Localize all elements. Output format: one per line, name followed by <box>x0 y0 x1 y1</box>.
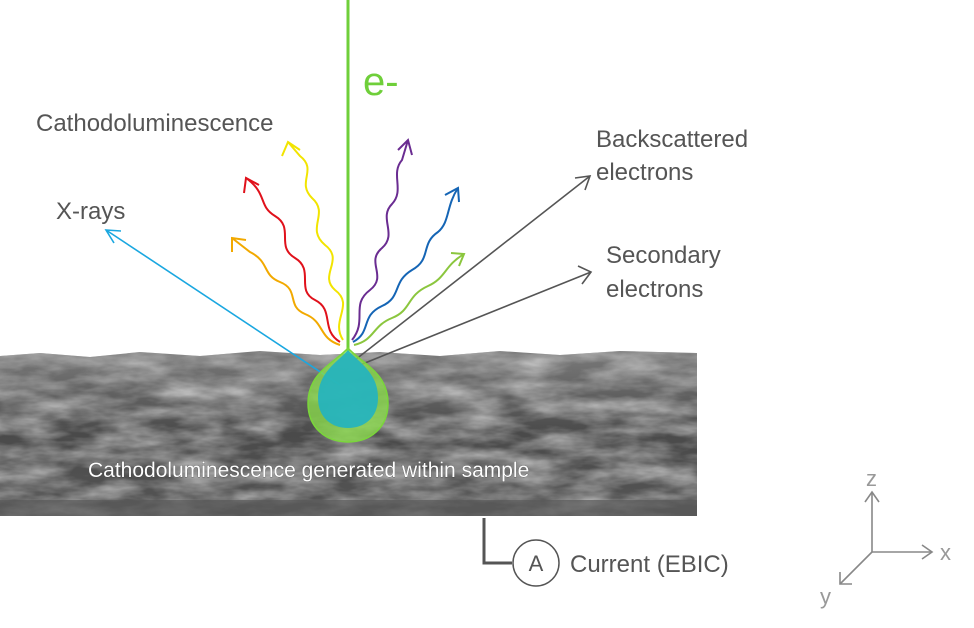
diagram-labels: e- Cathodoluminescence X-rays Backscatte… <box>36 60 951 609</box>
cathodoluminescence-label: Cathodoluminescence <box>36 110 273 137</box>
cl-ray-purple <box>351 139 409 341</box>
interaction-volume-inner <box>318 350 378 428</box>
backscattered-electrons-arrow <box>354 175 592 361</box>
ammeter-label: A <box>529 551 544 576</box>
cathodoluminescence-rays <box>231 138 466 346</box>
axis-y-label: y <box>820 584 831 609</box>
cl-ray-blue <box>352 187 459 343</box>
xyz-axes-icon <box>839 490 934 585</box>
inside-sample-label: Cathodoluminescence generated within sam… <box>88 459 529 482</box>
cl-ray-yellow <box>287 141 345 341</box>
backscattered-label-line1: Backscattered <box>596 126 748 153</box>
secondary-electrons-arrow <box>359 265 593 366</box>
secondary-label-line2: electrons <box>606 276 703 303</box>
secondary-label-line1: Secondary <box>606 242 721 269</box>
cl-ray-orange-arrowhead <box>231 236 247 252</box>
xrays-label: X-rays <box>56 198 125 225</box>
axis-x-label: x <box>940 540 951 565</box>
cl-ray-orange <box>231 237 341 346</box>
ebic-wire <box>482 518 512 565</box>
ammeter-symbol-icon <box>512 539 560 587</box>
cl-ray-red <box>245 177 341 343</box>
ebic-circuit: A <box>482 518 560 587</box>
cl-ray-green-arrowhead <box>450 252 466 267</box>
current-label: Current (EBIC) <box>570 551 729 578</box>
xray-arrow <box>104 229 341 386</box>
cl-ray-blue-arrowhead <box>444 186 460 203</box>
axis-z-label: z <box>866 466 877 491</box>
sample-base-strip <box>0 500 697 516</box>
cl-ray-purple-arrowhead <box>397 138 413 156</box>
backscattered-label-line2: electrons <box>596 159 693 186</box>
beam-label: e- <box>363 60 399 104</box>
cl-ray-yellow-arrowhead <box>281 140 301 157</box>
interaction-volume <box>307 346 389 443</box>
cl-ray-green <box>353 253 465 346</box>
cl-ray-red-arrowhead <box>243 176 260 194</box>
